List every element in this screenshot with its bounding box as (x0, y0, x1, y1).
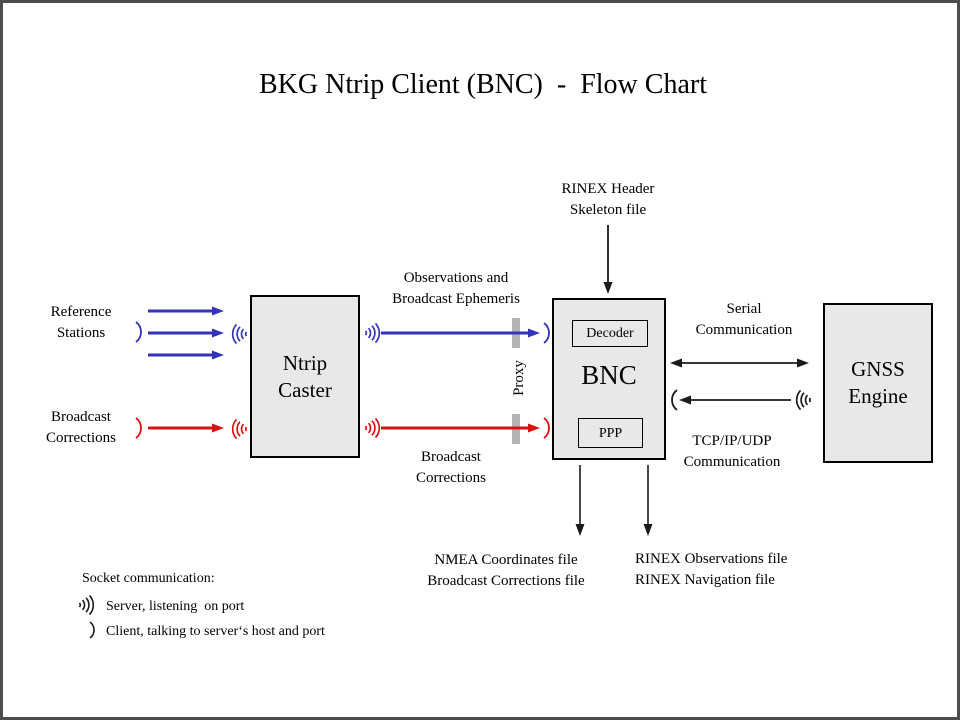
label-rinex-header-skeleton: RINEX Header Skeleton file (561, 181, 655, 218)
node-ppp: PPP (578, 418, 643, 448)
gnss-label-line2: Engine (848, 384, 908, 408)
label-broadcast-corrections-stream: Broadcast Corrections (416, 449, 486, 486)
legend-client-socket-icon (89, 621, 95, 639)
rinex-skeleton-arrow (603, 225, 613, 294)
label-tcp-communication: TCP/IP/UDP Communication (683, 433, 781, 470)
node-gnss-engine: GNSS Engine (823, 303, 933, 463)
reference-stations-arrows (148, 306, 224, 360)
bnc-label: BNC (581, 360, 637, 390)
legend-title: Socket communication: (82, 571, 215, 586)
server-socket-icon (795, 389, 812, 411)
ntrip-caster-label-line1: Ntrip (282, 350, 328, 375)
server-socket-icon (231, 323, 248, 345)
observations-stream-arrow (381, 328, 540, 338)
legend-client-item: Client, talking to server‘s host and por… (106, 624, 325, 639)
ppp-label: PPP (598, 425, 623, 441)
label-nmea-outputs: NMEA Coordinates file Broadcast Correcti… (427, 552, 585, 589)
output-file-arrows (575, 465, 653, 536)
serial-communication-arrow (670, 358, 809, 368)
ntrip-caster-label-line2: Caster (278, 377, 332, 402)
legend-server-item: Server, listening on port (106, 599, 245, 614)
label-rinex-outputs: RINEX Observations file RINEX Navigation… (635, 551, 788, 588)
label-serial-communication: Serial Communication (695, 301, 793, 338)
server-socket-icon (231, 418, 248, 440)
label-broadcast-corrections-input: Broadcast Corrections (46, 409, 116, 446)
decoder-label: Decoder (586, 326, 634, 341)
server-socket-icon (364, 417, 381, 439)
label-reference-stations: Reference Stations (50, 304, 112, 341)
node-ntrip-caster: Ntrip Caster (250, 295, 360, 458)
node-bnc: Decoder BNC PPP (552, 298, 666, 460)
tcp-communication-arrow (679, 395, 791, 405)
gnss-label-line1: GNSS (851, 357, 905, 381)
client-socket-icon (671, 389, 678, 411)
server-socket-icon (364, 322, 381, 344)
label-proxy: Proxy (511, 360, 527, 396)
node-decoder: Decoder (572, 320, 648, 347)
page-title: BKG Ntrip Client (BNC) - Flow Chart (259, 69, 707, 100)
label-observations-ephemeris: Observations and Broadcast Ephemeris (392, 270, 520, 307)
legend-server-socket-icon (78, 594, 95, 616)
